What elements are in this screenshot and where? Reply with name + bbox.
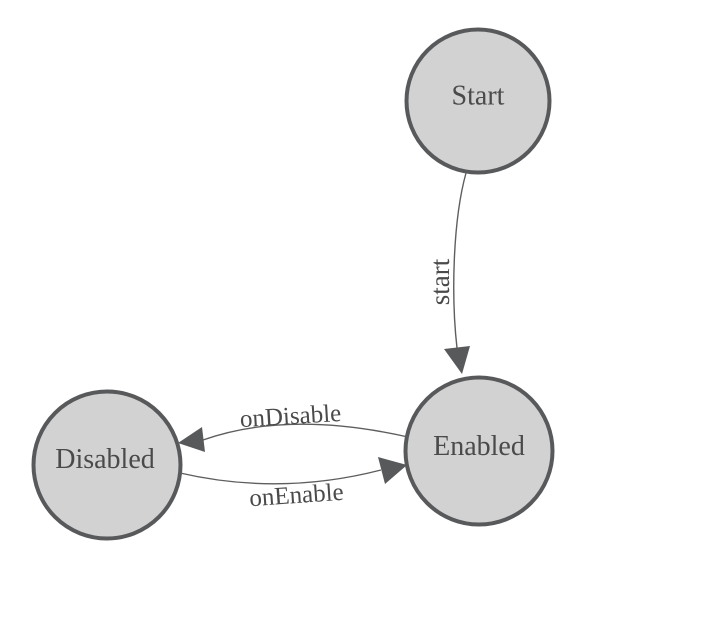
state-node-enabled-label: Enabled [433,431,525,462]
edge-label-onenable: onEnable [248,479,344,513]
transition-edge-start-to-enabled [453,172,467,349]
edge-label-ondisable: onDisable [239,400,342,433]
state-node-enabled [403,375,555,527]
transition-edge-enabled-to-disabled [202,423,409,441]
edge-label-start: start [425,258,455,305]
state-node-start [404,27,552,175]
arrowhead-icon-enabled-to-disabled [178,427,205,452]
transition-edge-disabled-to-enabled [179,469,382,485]
state-node-start-label: Start [452,81,505,112]
arrowhead-icon-disabled-to-enabled [378,457,407,484]
state-node-disabled [31,389,183,541]
arrowhead-icon-start-to-enabled [444,346,470,374]
state-node-disabled-label: Disabled [55,444,155,475]
